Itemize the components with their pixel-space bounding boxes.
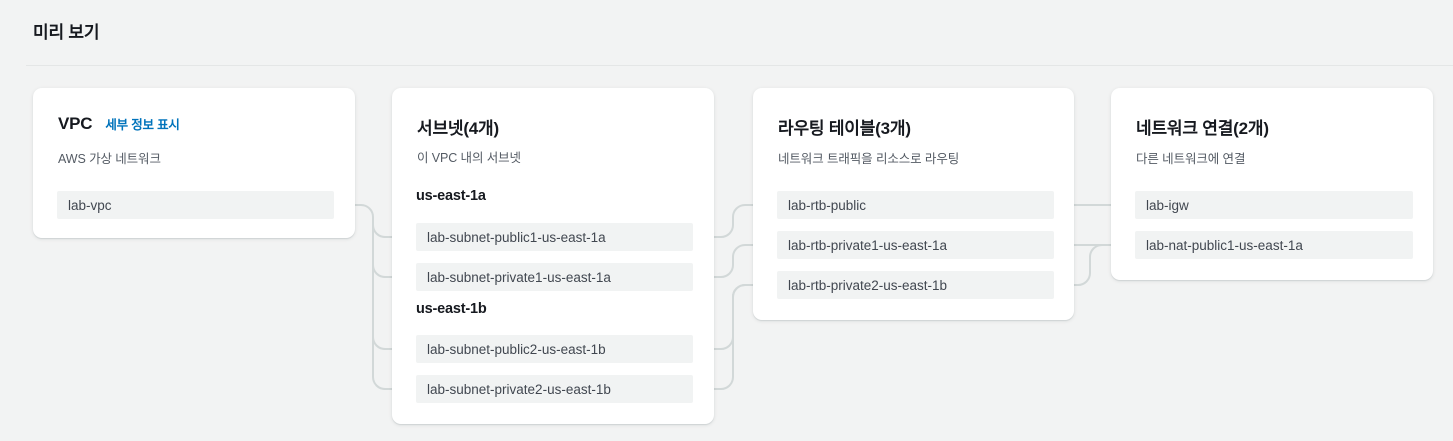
- connector-vpc-subnet-public2: [372, 336, 392, 350]
- connector-vpc-subnet-private1: [372, 264, 392, 278]
- preview-header: 미리 보기: [0, 0, 1453, 66]
- panel-vpc-header: VPC 세부 정보 표시: [58, 114, 180, 134]
- az-heading-us-east-1b: us-east-1b: [416, 301, 487, 317]
- connector-subnet-public1-to-rtb: [714, 204, 753, 238]
- resource-row-subnet-public1[interactable]: lab-subnet-public1-us-east-1a: [416, 223, 693, 251]
- panel-vpc-title: VPC: [58, 114, 93, 133]
- resource-row-nat[interactable]: lab-nat-public1-us-east-1a: [1135, 231, 1413, 259]
- panel-network-connections-header: 네트워크 연결(2개): [1136, 114, 1269, 139]
- panel-subnets: 서브넷(4개) 이 VPC 내의 서브넷 us-east-1a lab-subn…: [392, 88, 714, 424]
- connector-subnet-public2-to-rtb: [714, 284, 753, 350]
- show-details-link[interactable]: 세부 정보 표시: [105, 118, 180, 132]
- connector-vpc-subnet-public1: [372, 224, 392, 238]
- resource-row-igw[interactable]: lab-igw: [1135, 191, 1413, 219]
- panel-vpc-description: AWS 가상 네트워크: [58, 152, 161, 166]
- panel-route-tables: 라우팅 테이블(3개) 네트워크 트래픽을 리소스로 라우팅 lab-rtb-p…: [753, 88, 1074, 320]
- page-title: 미리 보기: [33, 23, 100, 42]
- resource-row-rtb-private1[interactable]: lab-rtb-private1-us-east-1a: [777, 231, 1054, 259]
- panel-network-connections-description: 다른 네트워크에 연결: [1136, 152, 1246, 166]
- resource-row-vpc[interactable]: lab-vpc: [57, 191, 334, 219]
- az-heading-us-east-1a: us-east-1a: [416, 188, 486, 204]
- panel-network-connections: 네트워크 연결(2개) 다른 네트워크에 연결 lab-igw lab-nat-…: [1111, 88, 1433, 280]
- connector-subnet-private2-to-rtb: [714, 284, 753, 390]
- resource-row-rtb-public[interactable]: lab-rtb-public: [777, 191, 1054, 219]
- panel-subnets-header: 서브넷(4개): [417, 114, 499, 139]
- resource-row-rtb-private2[interactable]: lab-rtb-private2-us-east-1b: [777, 271, 1054, 299]
- panel-subnets-description: 이 VPC 내의 서브넷: [417, 151, 521, 165]
- connector-rtb-private2-to-nat: [1074, 244, 1111, 286]
- panel-vpc: VPC 세부 정보 표시 AWS 가상 네트워크 lab-vpc: [33, 88, 355, 238]
- resource-row-subnet-private1[interactable]: lab-subnet-private1-us-east-1a: [416, 263, 693, 291]
- resource-row-subnet-public2[interactable]: lab-subnet-public2-us-east-1b: [416, 335, 693, 363]
- panel-route-tables-title: 라우팅 테이블(3개): [778, 119, 911, 138]
- connector-subnet-private1-to-rtb: [714, 244, 753, 278]
- panel-subnets-title: 서브넷(4개): [417, 119, 499, 138]
- connector-vpc-trunk: [355, 204, 392, 390]
- panel-route-tables-header: 라우팅 테이블(3개): [778, 114, 911, 139]
- panel-route-tables-description: 네트워크 트래픽을 리소스로 라우팅: [778, 152, 960, 166]
- panel-network-connections-title: 네트워크 연결(2개): [1136, 119, 1269, 138]
- header-divider: [26, 65, 1453, 66]
- resource-row-subnet-private2[interactable]: lab-subnet-private2-us-east-1b: [416, 375, 693, 403]
